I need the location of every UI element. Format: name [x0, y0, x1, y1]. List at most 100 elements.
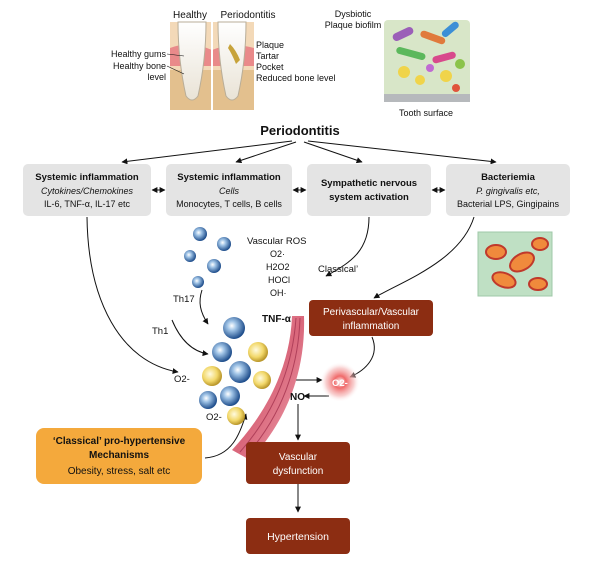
dysfunction-line2: dysfunction [273, 466, 324, 477]
tooth-surface-label: Tooth surface [399, 108, 453, 118]
sympathetic-line1: Sympathetic nervous [321, 178, 417, 189]
arrow-monocytes-down [199, 289, 209, 325]
arrow-cytokines-to-o2 [86, 216, 179, 375]
perivascular-line1: Perivascular/Vascular [323, 307, 420, 318]
coccus [455, 59, 465, 69]
no-label: NO [290, 392, 305, 403]
flow-arrows [86, 216, 475, 513]
classical-line3: Obesity, stress, salt etc [68, 466, 171, 477]
bacterium-cell [528, 277, 548, 291]
th1-label: Th1 [152, 326, 168, 337]
bacterium-cell [491, 271, 517, 289]
dysfunction-line1: Vascular [279, 452, 318, 463]
tartar-label: Tartar [256, 51, 279, 61]
monocyte-cluster [184, 227, 231, 288]
arrow-to-sympathetic [303, 141, 363, 164]
classical-line1: ‘Classical’ pro-hypertensive [53, 436, 186, 447]
coccus [452, 84, 460, 92]
periodontitis-title: Periodontitis [260, 123, 339, 138]
healthy-tooth [177, 21, 207, 101]
dysbiotic-label: Dysbiotic [335, 9, 372, 19]
teeth-illustration [170, 14, 254, 112]
box-hypertension [246, 518, 350, 554]
o2-red-label: O2- [332, 378, 348, 389]
bacterium-cell [531, 237, 549, 251]
biofilm-background [384, 20, 470, 102]
arrow-to-bacteriemia [307, 140, 497, 165]
box-perivascular [309, 300, 433, 336]
b-cell [248, 342, 268, 362]
arrow-to-cytokines [121, 140, 293, 165]
cytokines-box-subtitle: Cytokines/Chemokines [41, 186, 134, 196]
cytokines-box-detail: IL-6, TNF-α, IL-17 etc [44, 199, 131, 209]
root-arrows [121, 140, 497, 165]
o2-left-label: O2- [174, 374, 190, 385]
box-systemic-cytokines [23, 164, 151, 216]
cytokines-box-title: Systemic inflammation [35, 172, 139, 183]
bacterium [392, 27, 414, 41]
periodontitis-top-label: Periodontitis [220, 10, 275, 21]
box-systemic-cells [166, 164, 292, 216]
hypertension-label: Hypertension [267, 531, 329, 543]
box-sympathetic [307, 164, 431, 216]
pocket-label: Pocket [256, 62, 284, 72]
coccus [398, 66, 410, 78]
monocyte [207, 259, 221, 273]
bacteriemia-detail: Bacterial LPS, Gingipains [457, 199, 560, 209]
reduced-bone-label: Reduced bone level [256, 73, 336, 83]
bacterium [432, 51, 456, 64]
bacteria-micrograph [477, 231, 553, 297]
ros-hydroxyl: OH· [270, 288, 287, 298]
plaque-label: Plaque [256, 40, 284, 50]
bacterium-cell [509, 251, 535, 273]
level-label: level [147, 72, 166, 82]
arrow-sympathetic-to-classical [325, 216, 370, 277]
cells-box-title: Systemic inflammation [177, 172, 281, 183]
monocyte [184, 250, 196, 262]
bacteriemia-subtitle: P. gingivalis etc, [476, 186, 540, 196]
t-cell [199, 391, 217, 409]
bacterium [396, 47, 426, 60]
t-cell [223, 317, 245, 339]
bone-pointer [166, 65, 185, 75]
gums-pointer [166, 53, 185, 57]
th17-label: Th17 [173, 294, 195, 305]
b-cell [202, 366, 222, 386]
bacteriemia-title: Bacteriemia [481, 172, 536, 183]
monocyte [192, 276, 204, 288]
box-bacteriemia [446, 164, 570, 216]
immune-cell-cluster [199, 317, 271, 425]
monocyte [217, 237, 231, 251]
diseased-tooth [217, 21, 247, 101]
b-cell [253, 371, 271, 389]
arrow-bacteriemia-to-perivascular [373, 216, 475, 299]
plaque-biofilm-label: Plaque biofilm [325, 20, 382, 30]
tnf-label: TNF-α [262, 314, 292, 325]
perivascular-line2: inflammation [343, 321, 400, 332]
micrograph-frame [477, 231, 553, 297]
bacterium [441, 21, 459, 38]
t-cell [212, 342, 232, 362]
vessel-wall [232, 316, 305, 460]
ros-h2o2: H2O2 [266, 262, 290, 272]
plaque-deposit [228, 44, 240, 64]
monocyte [193, 227, 207, 241]
t-cell [229, 361, 251, 383]
biofilm-illustration [384, 20, 470, 102]
tooth-surface-strip [384, 94, 470, 102]
coccus [440, 70, 452, 82]
bacterium-cell [485, 244, 507, 260]
superoxide-glow [320, 362, 360, 402]
arrow-th1 [171, 319, 209, 357]
coccus [426, 64, 434, 72]
healthy-bone-label: Healthy bone [113, 61, 166, 71]
bacterium [420, 30, 446, 45]
healthy-label: Healthy [173, 10, 207, 21]
cells-box-detail: Monocytes, T cells, B cells [176, 199, 282, 209]
classical-line2: Mechanisms [89, 450, 149, 461]
t-cell [220, 386, 240, 406]
cells-box-subtitle: Cells [219, 186, 240, 196]
arrow-to-cells [235, 141, 297, 164]
